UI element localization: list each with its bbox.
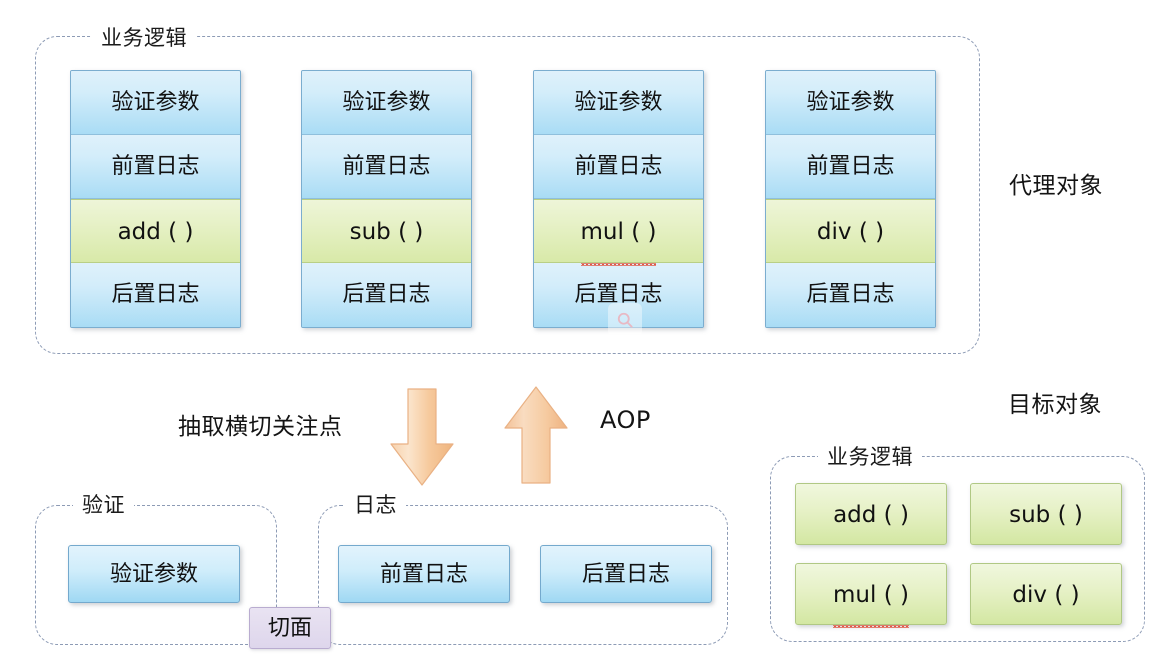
card-row-validate: 验证参数 (766, 71, 935, 135)
card-row-method: div ( ) (766, 199, 935, 263)
card-row-before-log: 前置日志 (302, 135, 471, 199)
card-row-after-log: 后置日志 (71, 263, 240, 327)
target-method-mul: mul ( ) (795, 563, 947, 628)
card-row-before-log: 前置日志 (766, 135, 935, 199)
aspect-item-validate-param: 验证参数 (68, 545, 240, 603)
arrow-up-icon (500, 384, 572, 486)
card-row-validate: 验证参数 (71, 71, 240, 135)
card-row-after-log: 后置日志 (766, 263, 935, 327)
card-row-before-log: 前置日志 (534, 135, 703, 199)
arrow-down-icon (386, 386, 458, 488)
target-method-add: add ( ) (795, 483, 947, 545)
card-row-before-log: 前置日志 (71, 135, 240, 199)
card-row-validate: 验证参数 (302, 71, 471, 135)
aspect-item-after-log: 后置日志 (540, 545, 712, 603)
validate-aspect-group (35, 505, 277, 645)
aspect-item-before-log: 前置日志 (338, 545, 510, 603)
proxy-method-card: 验证参数 前置日志 div ( ) 后置日志 (765, 70, 936, 328)
card-row-method: mul ( ) (534, 199, 703, 266)
aspect-chip: 切面 (249, 607, 331, 649)
proxy-method-card: 验证参数 前置日志 add ( ) 后置日志 (70, 70, 241, 328)
aop-label: AOP (600, 406, 651, 434)
target-method-div: div ( ) (970, 563, 1122, 625)
proxy-method-card: 验证参数 前置日志 mul ( ) 后置日志 (533, 70, 704, 328)
validate-group-label: 验证 (73, 489, 134, 519)
target-object-label: 目标对象 (1008, 392, 1102, 418)
proxy-method-card: 验证参数 前置日志 sub ( ) 后置日志 (301, 70, 472, 328)
target-business-logic-group (770, 456, 1145, 642)
target-group-label: 业务逻辑 (818, 441, 922, 471)
extract-crosscutting-label: 抽取横切关注点 (178, 414, 343, 440)
proxy-object-label: 代理对象 (1009, 173, 1103, 199)
card-row-method: sub ( ) (302, 199, 471, 263)
card-row-method: add ( ) (71, 199, 240, 263)
target-method-mul-text: mul ( ) (833, 564, 909, 628)
card-row-after-log: 后置日志 (534, 263, 703, 327)
proxy-business-logic-group (35, 36, 980, 354)
card-row-method-text: mul ( ) (580, 200, 656, 266)
card-row-after-log: 后置日志 (302, 263, 471, 327)
proxy-group-label: 业务逻辑 (92, 22, 196, 52)
log-aspect-group (318, 505, 728, 645)
card-row-validate: 验证参数 (534, 71, 703, 135)
log-group-label: 日志 (345, 489, 406, 519)
target-method-sub: sub ( ) (970, 483, 1122, 545)
